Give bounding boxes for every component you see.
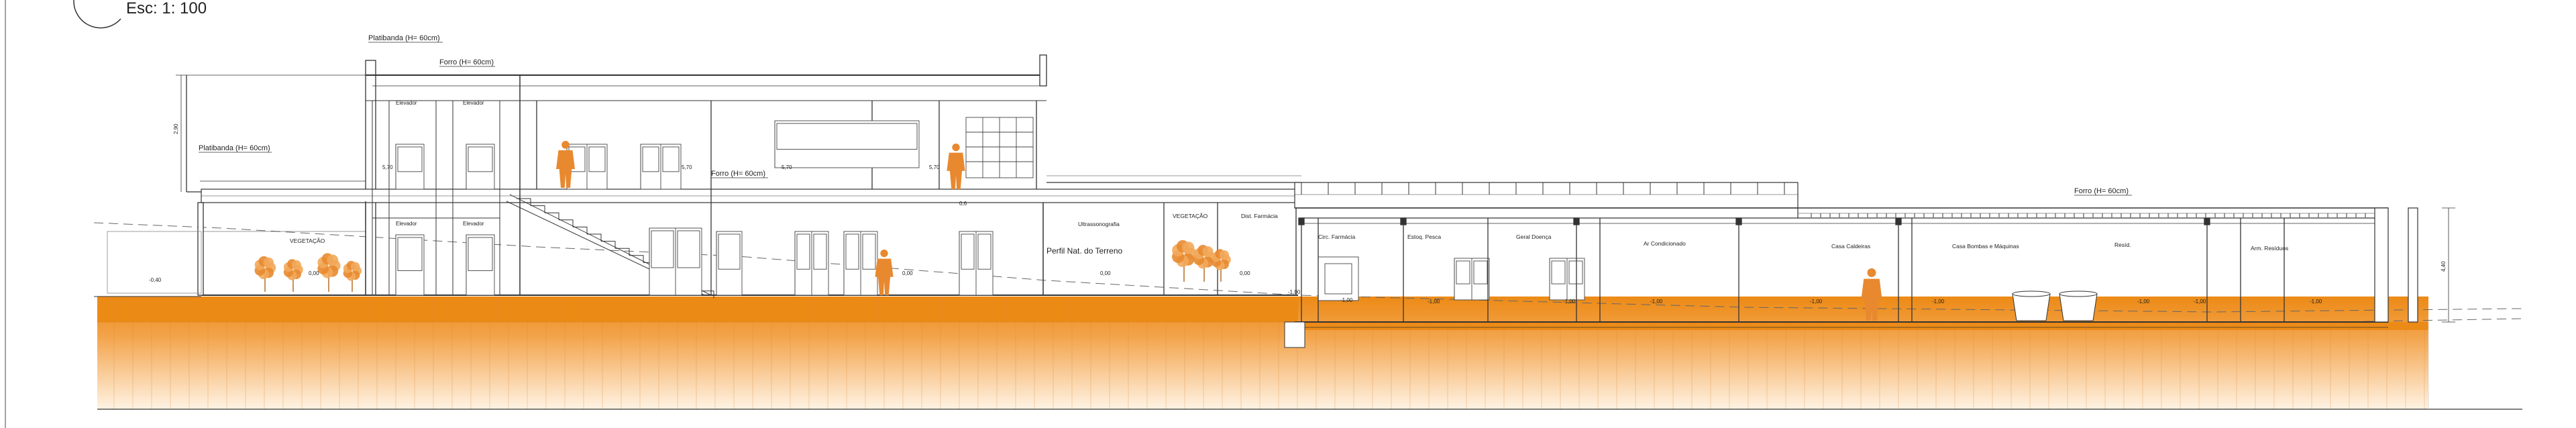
label-resid: Resíd. (2114, 242, 2131, 248)
door (649, 227, 702, 296)
label-circ-farmacia: Circ. Farmácia (1318, 233, 1356, 240)
level-m100i: -1,00 (2310, 299, 2322, 305)
door (395, 144, 425, 190)
label-arm-residuos: Arm. Resíduos (2251, 245, 2288, 252)
label-ar-condicionado: Ar Condicionado (1644, 240, 1686, 247)
label-elevador-1: Elevador (396, 100, 417, 106)
level-m100g: -1,00 (2137, 299, 2150, 305)
door (1549, 258, 1585, 301)
human-figure (947, 144, 965, 189)
door (716, 231, 743, 296)
scale-label: Esc: 1: 100 (126, 0, 207, 17)
label-geral-doenca: Geral Doença (1516, 233, 1552, 240)
level-m100b: -1,00 (1428, 299, 1440, 305)
label-vegetacao-1: VEGETAÇÃO (290, 237, 325, 244)
label-elevador-4: Elevador (463, 221, 484, 227)
label-forro-top: Forro (H= 60cm) (439, 58, 494, 66)
level-m100a: -1,00 (1340, 297, 1353, 303)
human-figure (875, 250, 894, 296)
door (959, 231, 994, 296)
label-ultrassonografia: Ultrassonografia (1078, 221, 1120, 227)
ground-mass (97, 297, 2522, 410)
level-000a: 0,00 (309, 270, 319, 276)
level-m100j: -1,00 (1288, 289, 1301, 295)
slab-label: 0,6 (959, 201, 967, 207)
tree (317, 253, 341, 292)
label-estoq-pesca: Estoq. Pesca (1407, 233, 1441, 240)
door (774, 120, 920, 168)
human-figure (556, 141, 575, 188)
level-000c: 0,00 (1100, 270, 1111, 276)
tree (1172, 239, 1197, 282)
human-figure (1861, 268, 1882, 321)
level-000d: 0,00 (1240, 270, 1250, 276)
equipment-box (1318, 256, 1359, 301)
tree (254, 256, 276, 292)
door (640, 144, 682, 190)
left-tall-block (94, 54, 1302, 297)
level-m100d: -1,00 (1650, 299, 1663, 305)
level-570a: 5,70 (382, 164, 393, 170)
label-perfil-terreno: Perfil Nat. do Terreno (1046, 246, 1122, 256)
tree (1211, 249, 1231, 282)
openings (395, 117, 1585, 301)
window-grid (965, 117, 1034, 178)
level-570d: 5,70 (929, 164, 940, 170)
level-m100h: -1,00 (2194, 299, 2206, 305)
door (395, 234, 425, 296)
door (466, 144, 495, 190)
level-570c: 5,70 (782, 164, 792, 170)
label-elevador-3: Elevador (396, 221, 417, 227)
level-m100c: -1,00 (1563, 299, 1576, 305)
level-570b: 5,70 (682, 164, 692, 170)
label-forro-right: Forro (H= 60cm) (2074, 187, 2129, 195)
water-tanks (2012, 290, 2098, 321)
label-casa-caldeiras: Casa Caldeiras (1831, 243, 1870, 250)
level-m100f: -1,00 (1932, 299, 1945, 305)
label-vegetacao-2: VEGETAÇÃO (1173, 213, 1208, 219)
dim-right: 4,40 (2440, 261, 2447, 272)
level-m040: -0,40 (149, 277, 162, 283)
human-figures (556, 141, 1882, 321)
door (794, 231, 829, 296)
label-dist-farmacia: Dist. Farmácia (1241, 213, 1278, 219)
tree (343, 260, 362, 292)
label-platibanda-left: Platibanda (H= 60cm) (199, 144, 270, 152)
door (1454, 258, 1490, 301)
label-casa-bombas: Casa Bombas e Máquinas (1952, 243, 2019, 250)
tree (283, 259, 303, 292)
dim-height: 2,90 (173, 123, 179, 134)
level-000b: 0,00 (902, 270, 913, 276)
label-forro-mid: Forro (H= 60cm) (711, 170, 765, 178)
label-elevador-2: Elevador (463, 100, 484, 106)
door (843, 231, 878, 296)
level-m100e: -1,00 (1810, 299, 1823, 305)
scale-badge: Esc: 1: 100 (73, 0, 207, 29)
label-platibanda-upper: Platibanda (H= 60cm) (368, 34, 440, 42)
door (466, 234, 495, 296)
vegetation-trees (254, 239, 1231, 292)
